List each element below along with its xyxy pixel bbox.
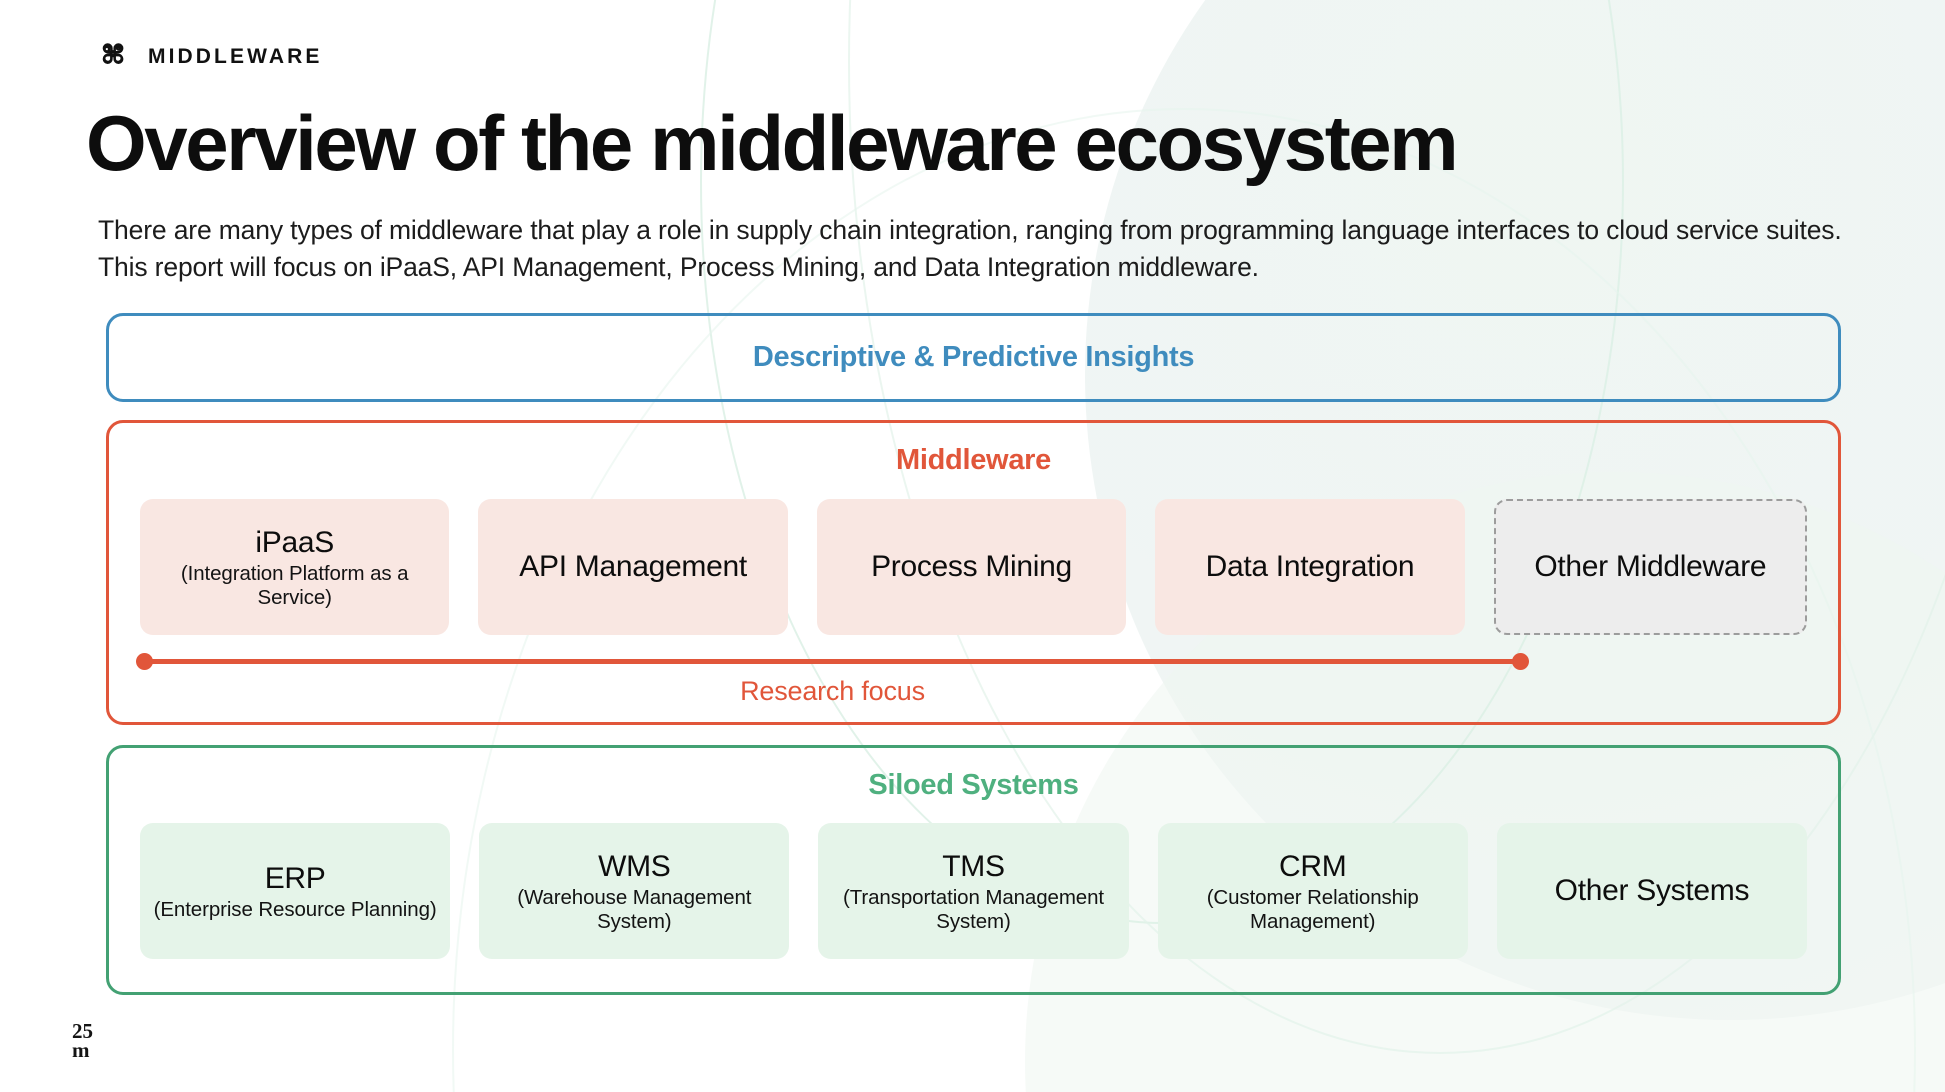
- brand-lockup: MIDDLEWARE: [96, 40, 323, 74]
- card-title: Other Systems: [1554, 874, 1750, 907]
- siloed-band-title: Siloed Systems: [868, 769, 1079, 801]
- research-focus-line: [140, 659, 1525, 664]
- card-title: Process Mining: [871, 550, 1072, 583]
- middleware-card-row: iPaaS (Integration Platform as a Service…: [140, 499, 1808, 635]
- card-crm[interactable]: CRM (Customer Relationship Management): [1157, 823, 1468, 959]
- card-other-systems[interactable]: Other Systems: [1496, 823, 1808, 959]
- siloed-card-row: ERP (Enterprise Resource Planning) WMS (…: [140, 823, 1808, 959]
- insights-band: Descriptive & Predictive Insights: [106, 313, 1841, 402]
- card-subtitle: (Customer Relationship Management): [1206, 885, 1419, 933]
- card-subtitle: (Enterprise Resource Planning): [153, 897, 437, 921]
- card-ipaas[interactable]: iPaaS (Integration Platform as a Service…: [140, 499, 450, 635]
- card-tms[interactable]: TMS (Transportation Management System): [818, 823, 1129, 959]
- card-title: Other Middleware: [1534, 550, 1767, 583]
- card-subtitle: (Warehouse Management System): [517, 885, 752, 933]
- command-icon: [102, 43, 124, 65]
- card-data-integration[interactable]: Data Integration: [1155, 499, 1465, 635]
- card-process-mining[interactable]: Process Mining: [816, 499, 1127, 635]
- page-subtitle: There are many types of middleware that …: [98, 215, 1842, 282]
- card-title: ERP: [264, 861, 326, 895]
- card-title: WMS: [598, 849, 671, 883]
- card-subtitle: (Integration Platform as a Service): [180, 561, 409, 609]
- insights-band-title: Descriptive & Predictive Insights: [752, 341, 1195, 373]
- page-number: 25: [72, 1019, 93, 1043]
- middleware-band: Middleware iPaaS (Integration Platform a…: [106, 420, 1841, 725]
- research-focus-bracket: Research focus: [136, 651, 1529, 713]
- card-subtitle: (Transportation Management System): [843, 885, 1104, 933]
- card-title: Data Integration: [1205, 550, 1415, 583]
- card-title: TMS: [942, 849, 1005, 883]
- card-title: iPaaS: [255, 525, 334, 559]
- page-title: Overview of the middleware ecosystem: [86, 99, 1459, 187]
- card-wms[interactable]: WMS (Warehouse Management System): [479, 823, 790, 959]
- card-api-management[interactable]: API Management: [478, 499, 788, 635]
- card-title: CRM: [1279, 849, 1347, 883]
- card-other-middleware[interactable]: Other Middleware: [1493, 499, 1808, 635]
- research-focus-dot-right: [1512, 653, 1529, 670]
- research-focus-label: Research focus: [740, 676, 925, 706]
- middleware-band-title: Middleware: [896, 444, 1051, 476]
- brand-name: MIDDLEWARE: [148, 45, 323, 68]
- page-marker: 25 m: [72, 1019, 93, 1062]
- research-focus-dot-left: [136, 653, 153, 670]
- siloed-systems-band: Siloed Systems ERP (Enterprise Resource …: [106, 745, 1841, 995]
- card-erp[interactable]: ERP (Enterprise Resource Planning): [140, 823, 451, 959]
- card-title: API Management: [519, 550, 747, 583]
- page-suffix: m: [72, 1038, 90, 1062]
